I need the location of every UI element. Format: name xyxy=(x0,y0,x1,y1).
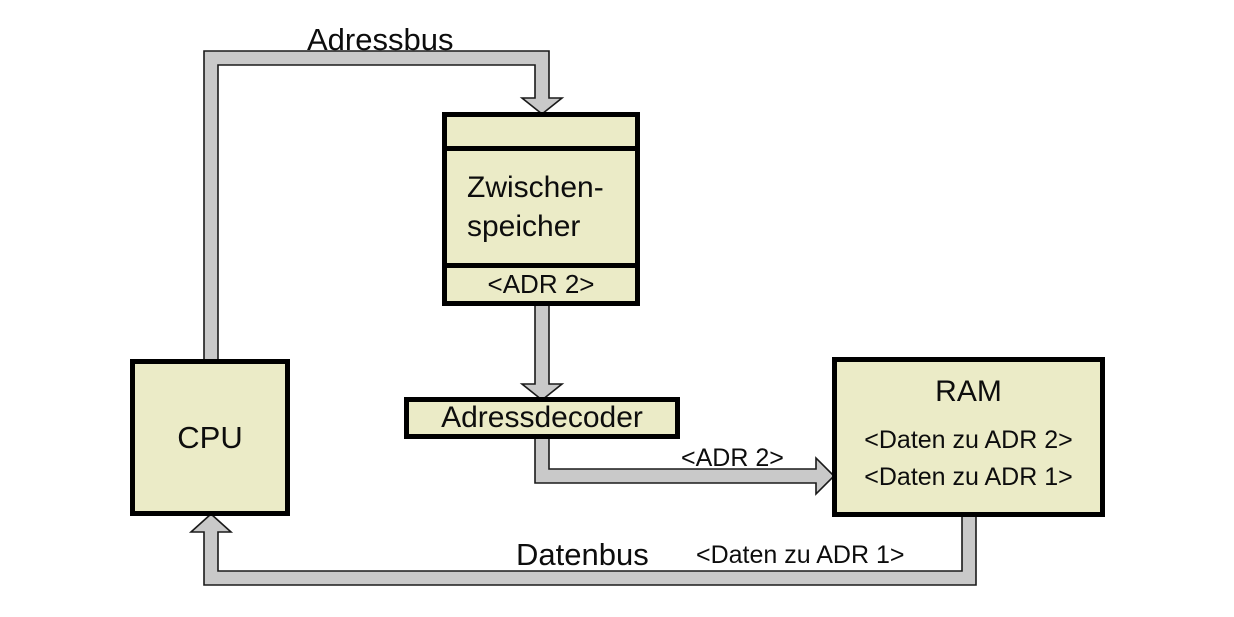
ram-row: <Daten zu ADR 2> xyxy=(864,426,1073,454)
section-divider xyxy=(447,146,635,151)
address-bus-line xyxy=(203,50,565,365)
zwischenspeicher-register: <ADR 2> xyxy=(487,269,595,299)
address-bus-label: Adressbus xyxy=(307,22,454,57)
zwischenspeicher-label: Zwischen- speicher xyxy=(447,151,635,263)
ram-box: RAM <Daten zu ADR 2> <Daten zu ADR 1> xyxy=(832,357,1105,517)
adressdecoder-box: Adressdecoder xyxy=(404,397,680,439)
adr2-bus-label: <ADR 2> xyxy=(681,444,784,472)
cpu-box: CPU xyxy=(130,359,290,516)
decoder-to-ram-bus xyxy=(534,435,836,496)
ram-row: <Daten zu ADR 1> xyxy=(864,463,1073,491)
zwischenspeicher-label-line2: speicher xyxy=(467,210,581,243)
zwischenspeicher-top-section xyxy=(447,117,635,146)
buffer-to-decoder-bus xyxy=(519,302,565,402)
zwischenspeicher-label-line1: Zwischen- xyxy=(467,171,604,204)
section-divider xyxy=(447,263,635,268)
data-bus-label: Datenbus xyxy=(516,537,649,572)
cpu-label: CPU xyxy=(177,419,243,455)
daten-zu-adr1-bus-label: <Daten zu ADR 1> xyxy=(696,541,905,569)
ram-label: RAM xyxy=(935,375,1002,408)
adressdecoder-label: Adressdecoder xyxy=(441,401,643,434)
zwischenspeicher-box: Zwischen- speicher <ADR 2> xyxy=(442,112,640,306)
